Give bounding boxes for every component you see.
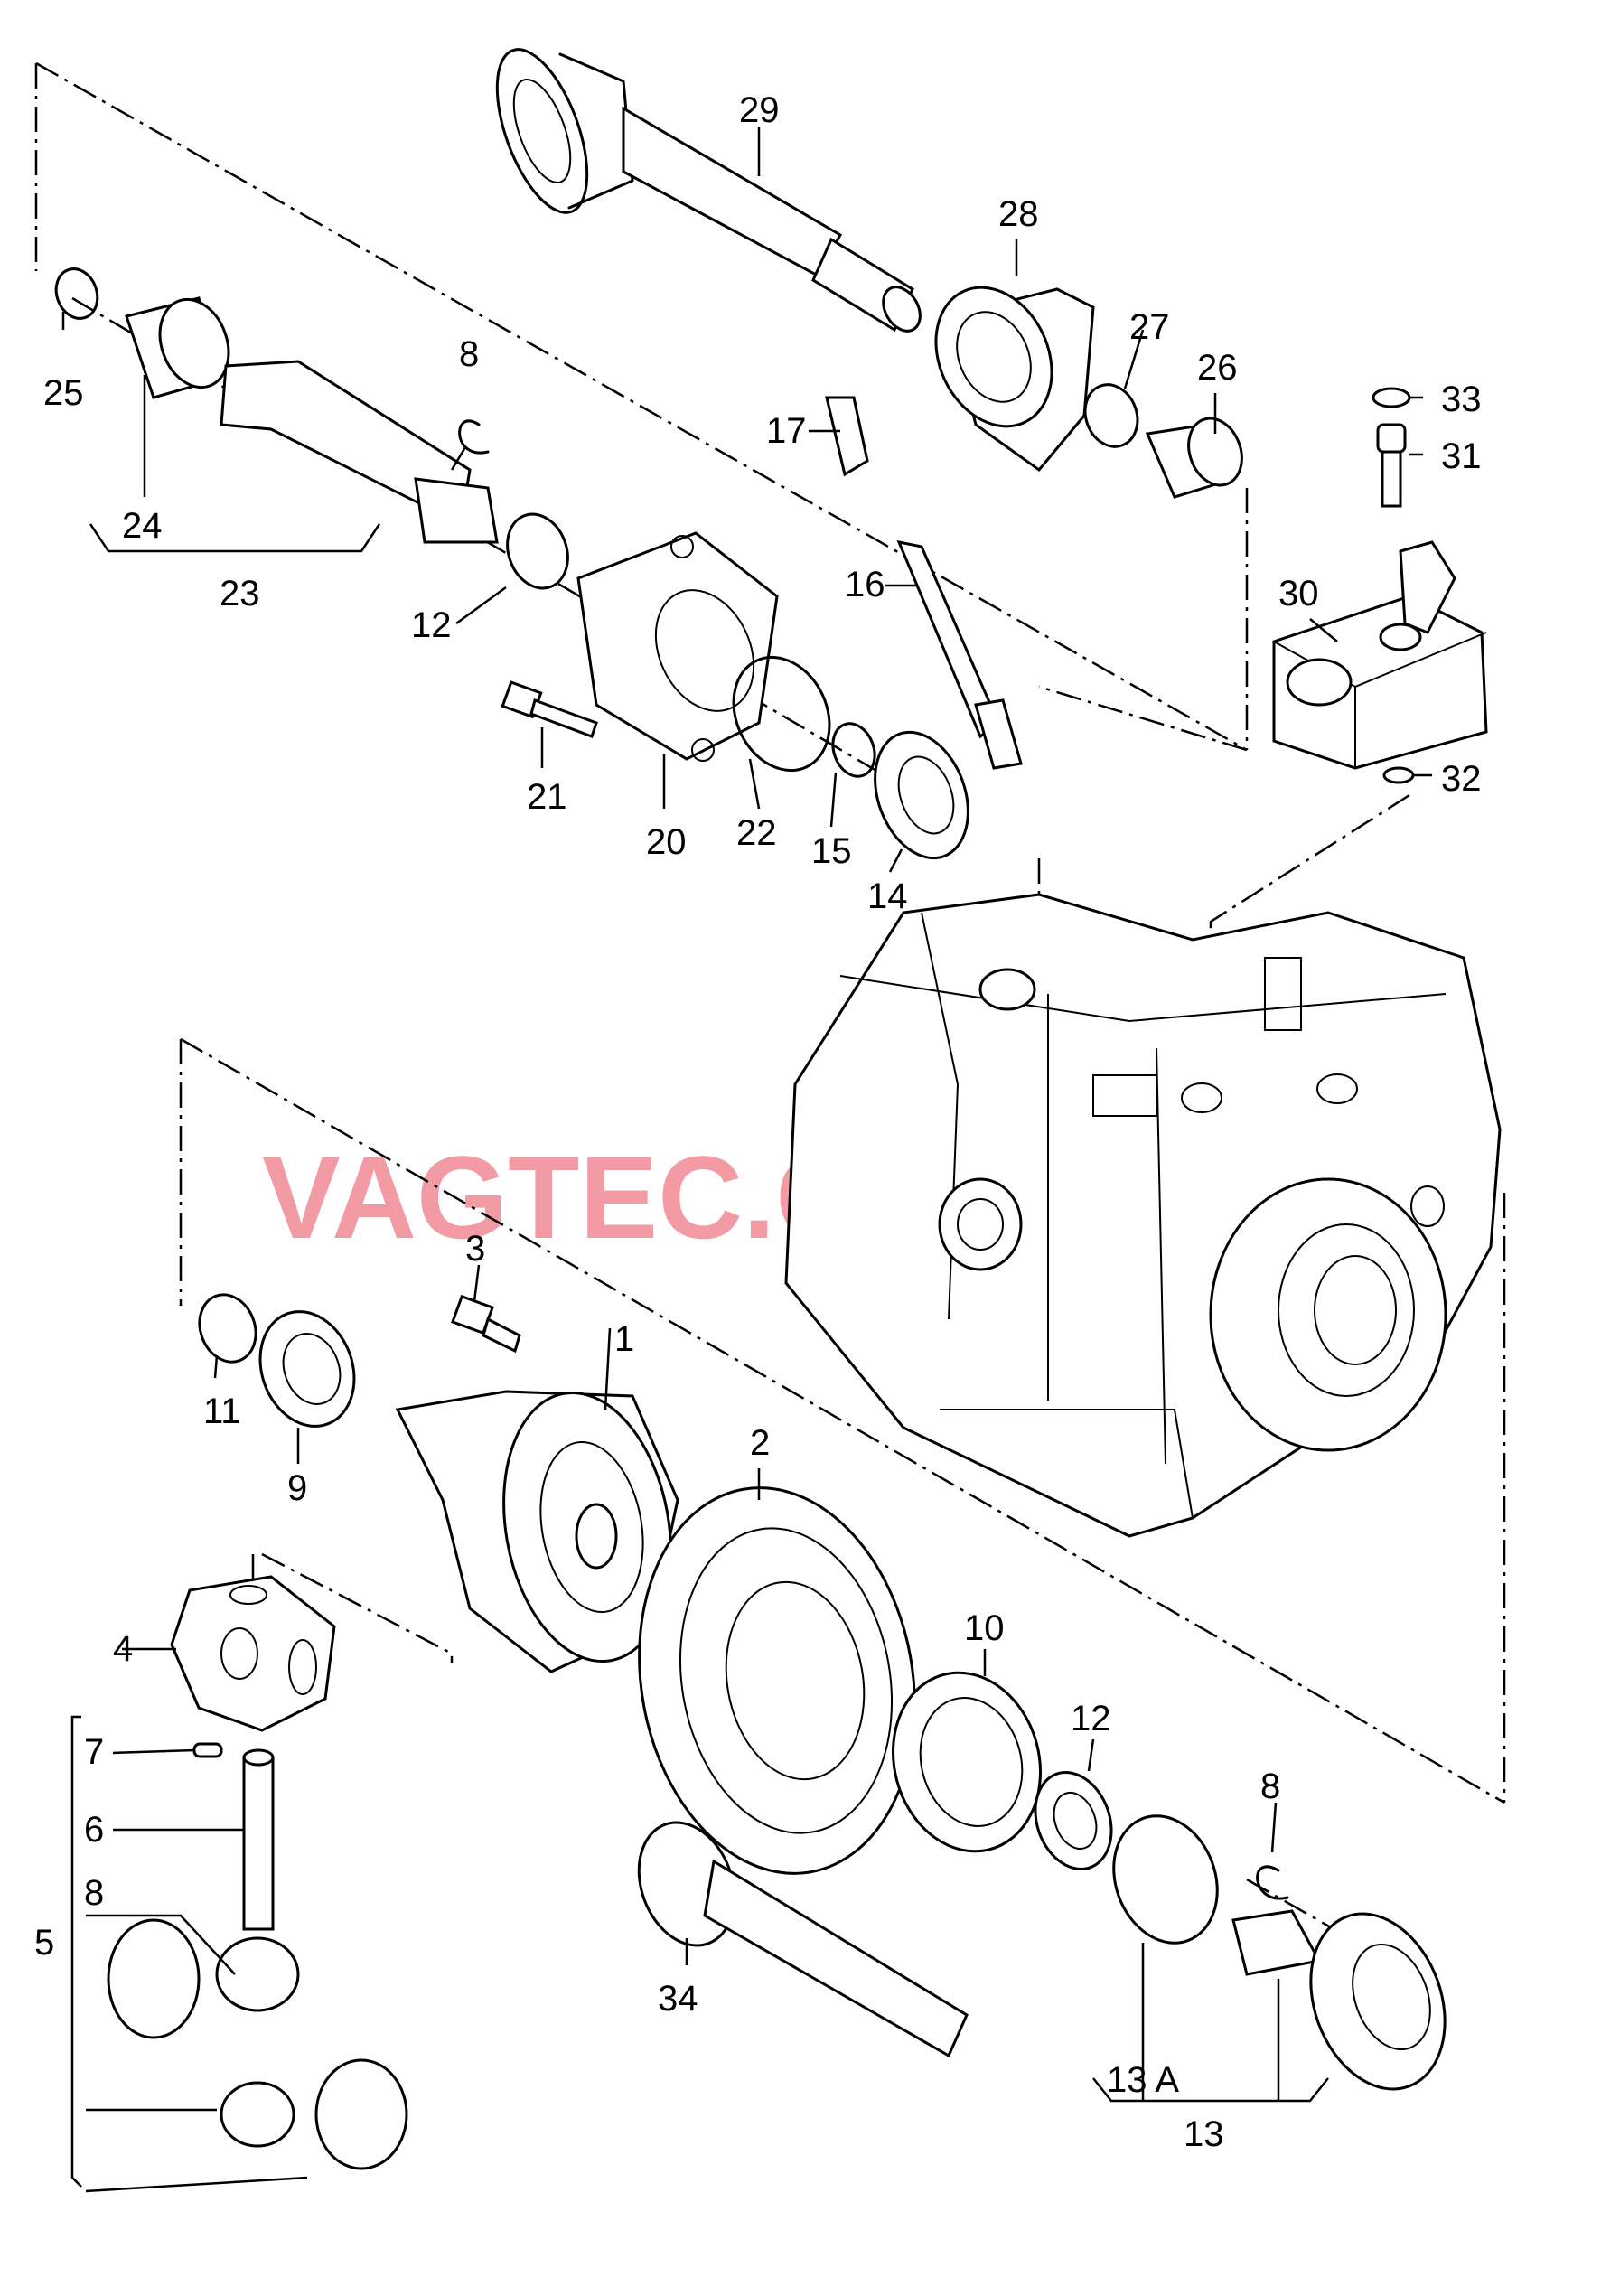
circlip-11 [198, 1293, 257, 1364]
callout-27: 27 [1129, 307, 1170, 347]
bearing-9 [258, 1310, 356, 1428]
sleeve-26 [1145, 417, 1243, 499]
bolt-3 [451, 1294, 521, 1354]
callout-1: 1 [614, 1319, 634, 1359]
speed-sender-17 [825, 396, 869, 477]
circlip-8-bottom [1256, 1865, 1289, 1900]
o-ring-22 [732, 655, 831, 773]
callout-7: 7 [84, 1732, 104, 1772]
speedo-drive-16 [896, 539, 1023, 770]
pin-7 [192, 1742, 223, 1758]
gearbox-housing [784, 893, 1502, 1538]
screw-31 [1376, 423, 1407, 508]
diff-cross-4 [170, 1575, 336, 1732]
callout-13: 13 [1184, 2114, 1224, 2154]
pin-shaft-6 [242, 1748, 275, 1931]
callout-4: 4 [113, 1629, 133, 1669]
callout-30: 30 [1278, 574, 1319, 614]
bearing-flange-28 [934, 286, 1095, 473]
callout-23: 23 [220, 574, 260, 614]
callout-8-top: 8 [459, 334, 479, 374]
callout-26: 26 [1197, 348, 1238, 388]
callout-2: 2 [750, 1423, 770, 1463]
pinion-shaft-34 [637, 1821, 969, 2058]
flange-shaft-13 [1231, 1909, 1447, 2091]
callout-29: 29 [739, 90, 780, 130]
callout-24: 24 [122, 506, 163, 546]
callout-8-bottom: 8 [1260, 1767, 1280, 1806]
diff-gear-set-5 [107, 1918, 408, 2170]
callout-34: 34 [658, 1979, 698, 2019]
callout-22: 22 [736, 813, 777, 853]
callout-15: 15 [811, 831, 852, 871]
callout-12-bottom: 12 [1071, 1699, 1111, 1738]
callout-25: 25 [43, 373, 84, 413]
seal-32 [1382, 766, 1415, 784]
differential-housing-1 [395, 1390, 679, 1673]
circlip-27 [1083, 383, 1139, 448]
callout-3: 3 [465, 1229, 485, 1269]
callout-8-left: 8 [84, 1873, 104, 1913]
seal-12-top [506, 512, 569, 590]
callout-31: 31 [1441, 436, 1482, 476]
callout-17: 17 [766, 411, 807, 451]
callout-16: 16 [845, 565, 885, 604]
speedo-gear-14 [874, 730, 969, 860]
callout-20: 20 [646, 822, 687, 862]
circlip-8-top [458, 419, 490, 455]
callout-14: 14 [867, 876, 908, 916]
bolt-21 [501, 680, 598, 738]
sleeve-24 [125, 296, 230, 399]
seal-13a [1112, 1814, 1219, 1945]
callout-21: 21 [527, 777, 567, 817]
ring-25 [54, 267, 99, 320]
ring-gear-2 [638, 1486, 916, 1875]
output-shaft-flange-29 [495, 48, 922, 333]
bearing-race-10 [892, 1671, 1042, 1853]
bearing-housing-20 [576, 531, 779, 762]
oil-cooler-30 [1272, 540, 1488, 770]
callout-labels: 1 2 3 4 5 6 7 8 8 8 9 10 11 12 12 13 13 … [34, 90, 1482, 2154]
drive-shaft-23 [220, 360, 499, 544]
callout-9: 9 [287, 1468, 307, 1508]
callout-5: 5 [34, 1923, 54, 1963]
callout-32: 32 [1441, 759, 1482, 799]
callout-11: 11 [203, 1392, 241, 1431]
washer-33 [1372, 387, 1411, 408]
callout-33: 33 [1441, 380, 1482, 419]
callout-28: 28 [998, 194, 1039, 234]
callout-12-top: 12 [411, 605, 452, 645]
callout-13a: 13 A [1107, 2060, 1179, 2100]
callout-10: 10 [964, 1608, 1005, 1648]
leader-lines [61, 127, 1432, 2193]
ring-15 [831, 722, 876, 778]
callout-6: 6 [84, 1810, 104, 1850]
taper-bearing-12 [1034, 1771, 1113, 1870]
